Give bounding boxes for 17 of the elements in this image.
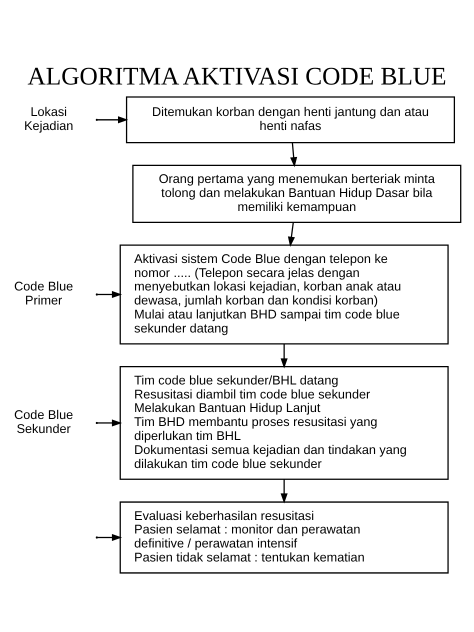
label: Code Blue Sekunder [14, 408, 74, 436]
arrow [280, 480, 288, 504]
node-box: Evaluasi keberhasilan resusitasi Pasien selamat : monitor dan perawatan definitive / perawatan intensif Pasien tidak selamat : tentukan kematian [120, 501, 449, 574]
arrow [98, 290, 122, 298]
node-box: Ditemukan korban dengan henti jantung dan atau henti nafas [126, 96, 456, 144]
node-box: Aktivasi sistem Code Blue dengan telepon ke nomor ..... (Telepon secara jelas dengan menyebutkan lokasi kejadian, korban anak atau dewasa, jumlah korban dan kondisi korban) Mulai atau lanjutkan BHD sampai tim code blue sekunder datang [120, 244, 449, 344]
label: Lokasi Kejadian [24, 105, 74, 133]
arrow [280, 344, 288, 368]
node-box: Orang pertama yang menemukan berteriak minta tolong dan melakukan Bantuan Hidup Dasar bila memiliki kemampuan [132, 164, 462, 223]
arrow [290, 142, 298, 168]
node-box: Tim code blue sekunder/BHL datang Resusitasi diambil tim code blue sekunder Melakukan Bantuan Hidup Lanjut Tim BHD membantu proses resusitasi yang diperlukan tim BHL Dokumentasi semua kejadian dan tindakan yang dilakukan tim code blue sekunder [120, 366, 449, 480]
arrow [98, 419, 122, 426]
label: Code Blue Primer [14, 280, 74, 308]
diagram-title: ALGORITMA AKTIVASI CODE BLUE [27, 62, 447, 90]
arrow [98, 534, 122, 542]
arrow [98, 116, 128, 124]
arrow [288, 222, 295, 247]
